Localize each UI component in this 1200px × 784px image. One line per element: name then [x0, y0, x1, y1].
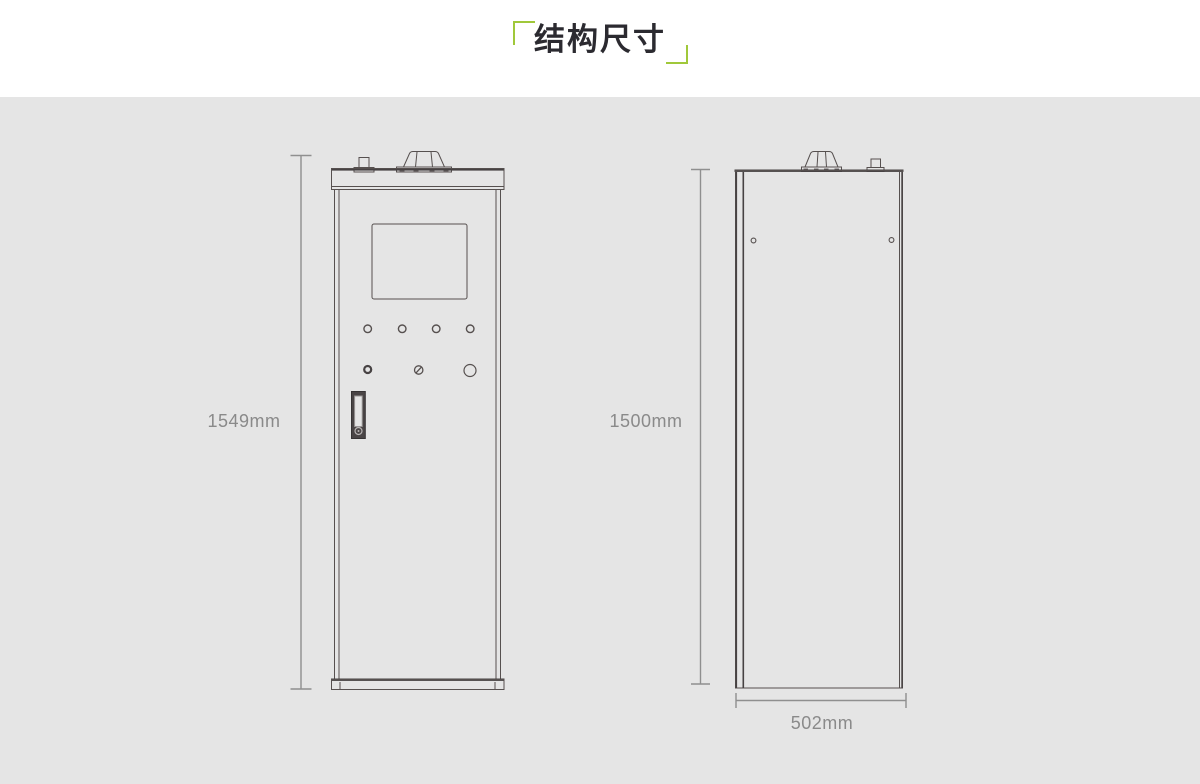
- dimension-lines: [290, 154, 907, 708]
- power-light: [363, 364, 373, 375]
- indicator-light-4: [465, 324, 475, 334]
- indicator-light-3: [431, 324, 441, 334]
- page-title: 结构尺寸: [534, 22, 666, 57]
- screw-hole-right: [888, 237, 895, 243]
- indicator-light-1: [363, 324, 373, 334]
- dimension-line-front-height: [290, 154, 312, 690]
- cabinet-base-front: [331, 678, 505, 690]
- front-view-drawing: [331, 151, 505, 690]
- lock-cylinder: [354, 426, 363, 436]
- indicator-lights: [363, 324, 475, 334]
- key-switch: [413, 365, 424, 375]
- corner-bracket-top-left-icon: [513, 21, 535, 45]
- front-height-label: 1549mm: [207, 411, 280, 431]
- corner-bracket-bottom-right-icon: [666, 45, 688, 64]
- display-screen: [371, 223, 468, 300]
- push-button: [463, 363, 477, 378]
- cabinet-body-side: [734, 169, 904, 689]
- side-view-drawing: [734, 151, 904, 689]
- side-height-label: 1500mm: [609, 411, 682, 431]
- dimension-line-side-height: [691, 168, 710, 685]
- side-width-label: 502mm: [791, 713, 854, 733]
- dimension-line-side-width: [735, 693, 907, 708]
- indicator-light-2: [397, 324, 407, 334]
- diagram-canvas: [0, 97, 1200, 784]
- page-header: 结构尺寸: [0, 0, 1200, 97]
- top-vent-side: [801, 151, 842, 172]
- control-row: [363, 363, 477, 378]
- door-lock-handle: [351, 391, 366, 439]
- screw-hole-left: [750, 237, 757, 244]
